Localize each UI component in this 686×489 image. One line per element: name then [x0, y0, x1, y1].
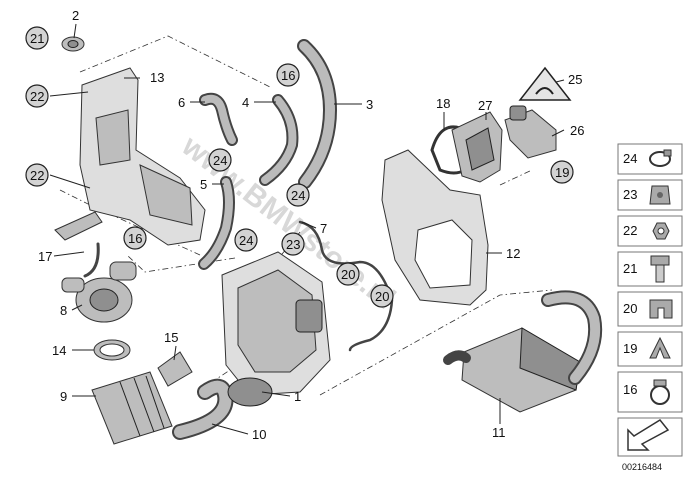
leader-lines	[49, 23, 565, 435]
doc-number: 00216484	[622, 462, 662, 472]
callout-22-top: 22	[30, 89, 44, 104]
legend-19: 19	[623, 341, 637, 356]
callout-25: 26	[570, 123, 584, 138]
legend-23: 23	[623, 187, 637, 202]
part-ring-14	[93, 339, 131, 361]
part-bellows-9	[91, 371, 173, 445]
callout-2: 2	[72, 8, 79, 23]
callout-19: 19	[555, 165, 569, 180]
part-hose-4	[259, 94, 299, 186]
callout-14: 14	[52, 343, 66, 358]
callout-22-mid: 22	[30, 168, 44, 183]
cable-clip-icon	[649, 185, 671, 205]
callout-5: 5	[200, 177, 207, 192]
callout-1: 1	[294, 389, 301, 404]
part-warning-label-26	[518, 66, 572, 101]
callout-27: 27	[478, 98, 492, 113]
part-clip-15	[157, 351, 193, 387]
callout-11: 11	[492, 425, 506, 440]
callout-24-a: 24	[213, 153, 227, 168]
callout-9: 9	[60, 389, 67, 404]
callout-4: 4	[242, 95, 249, 110]
callout-17: 17	[38, 249, 52, 264]
part-heater-1	[221, 251, 331, 407]
callout-18: 18	[436, 96, 450, 111]
callout-7: 7	[320, 221, 327, 236]
callout-6: 6	[178, 95, 185, 110]
part-cover-27	[451, 111, 503, 183]
callout-12: 12	[506, 246, 520, 261]
callout-26: 25	[568, 72, 582, 87]
callout-15: 15	[164, 330, 178, 345]
part-hose-3	[297, 39, 338, 189]
callout-21: 21	[30, 31, 44, 46]
callout-16-left: 16	[128, 231, 142, 246]
circled-callouts: 21 22 22 16 16 24 24 24 23 20 20 19	[25, 26, 574, 308]
legend-20: 20	[623, 301, 637, 316]
callout-labels: 2 13 6 4 3 5 7 17 8 14 15 9 1 10 11 12 1…	[38, 8, 584, 442]
part-bracket-13	[79, 67, 206, 246]
callout-20-b: 20	[375, 289, 389, 304]
legend-column: 24 23 22 21 20 19	[617, 143, 683, 457]
part-shield-plate-12	[381, 149, 489, 306]
hose-clamp-icon	[649, 149, 672, 167]
callout-24-b: 24	[291, 188, 305, 203]
legend-24: 24	[623, 151, 637, 166]
part-grommet	[61, 36, 85, 52]
part-hose-10	[172, 378, 234, 440]
part-water-pump	[61, 261, 137, 323]
part-bracket-25	[504, 105, 557, 159]
spring-clip-icon	[649, 336, 671, 359]
part-muffler-11	[443, 290, 603, 413]
callout-3: 3	[366, 97, 373, 112]
hex-nut-icon	[652, 222, 670, 240]
arrow-icon	[627, 419, 670, 451]
callout-10: 10	[252, 427, 266, 442]
callout-23: 23	[286, 237, 300, 252]
legend-22: 22	[623, 223, 637, 238]
callout-20-a: 20	[341, 267, 355, 282]
part-hose-6	[199, 92, 238, 146]
part-fuel-line	[298, 220, 394, 352]
callout-13: 13	[150, 70, 164, 85]
band-clamp-icon	[650, 379, 670, 405]
clip-icon	[649, 299, 673, 319]
legend-16: 16	[623, 382, 637, 397]
part-clamp-bracket-17	[54, 211, 103, 241]
callout-16-top: 16	[281, 68, 295, 83]
bolt-icon	[650, 255, 670, 283]
part-clamp-16	[83, 242, 100, 278]
callout-8: 8	[60, 303, 67, 318]
part-hose-5	[198, 176, 235, 270]
callout-24-c: 24	[239, 233, 253, 248]
legend-21: 21	[623, 261, 637, 276]
